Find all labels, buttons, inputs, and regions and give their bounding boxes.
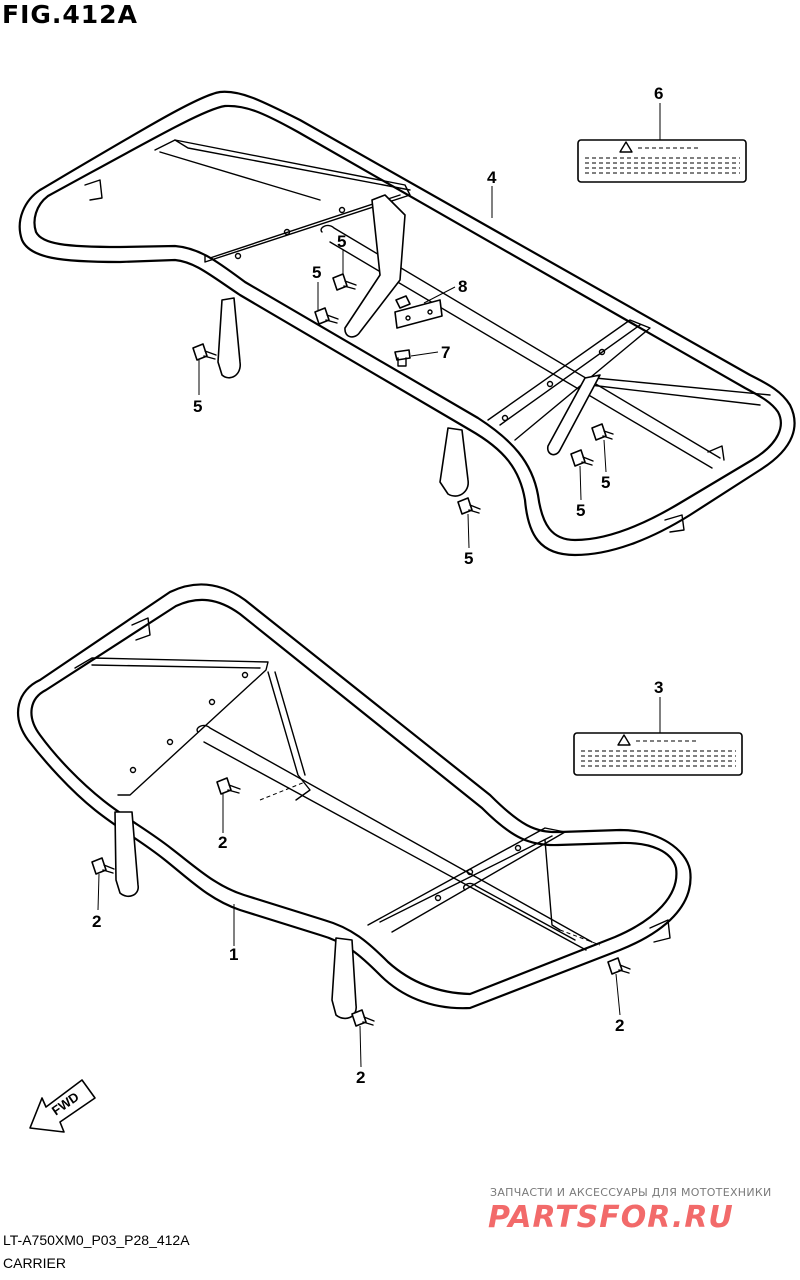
bolt-2-b[interactable] xyxy=(91,857,115,875)
plate-part-8[interactable] xyxy=(394,295,443,329)
callout-6: 6 xyxy=(654,84,663,103)
front-carrier-part-1[interactable] xyxy=(17,583,692,1020)
figure-title: FIG.412A xyxy=(2,0,138,29)
rear-carrier-part-4[interactable] xyxy=(18,90,796,557)
bolt-2-d[interactable] xyxy=(351,1009,375,1027)
bolt-5-b[interactable] xyxy=(314,307,339,325)
bolt-2-c[interactable] xyxy=(607,957,631,975)
figure-name: CARRIER xyxy=(3,1255,67,1271)
callout-4: 4 xyxy=(487,168,497,187)
callout-5-d: 5 xyxy=(601,473,610,492)
callout-2-c: 2 xyxy=(615,1016,624,1035)
callout-5-c: 5 xyxy=(193,397,202,416)
warning-label-part-3[interactable] xyxy=(573,732,743,776)
callout-5-a: 5 xyxy=(337,232,346,251)
nut-part-7[interactable] xyxy=(394,349,411,367)
figure-code: LT-A750XM0_P03_P28_412A xyxy=(3,1232,190,1248)
bolt-2-a[interactable] xyxy=(216,777,241,795)
warning-label-part-6[interactable] xyxy=(577,139,747,183)
callout-7: 7 xyxy=(441,343,450,362)
bolt-5-f[interactable] xyxy=(457,497,481,515)
callout-1: 1 xyxy=(229,945,238,964)
watermark-tagline: ЗАПЧАСТИ И АКСЕССУАРЫ ДЛЯ МОТОТЕХНИКИ xyxy=(490,1186,772,1199)
callout-3: 3 xyxy=(654,678,663,697)
bolt-5-d[interactable] xyxy=(591,423,614,441)
bolt-5-e[interactable] xyxy=(570,449,594,467)
callout-2-b: 2 xyxy=(92,912,101,931)
callout-8: 8 xyxy=(458,277,467,296)
callout-2-a: 2 xyxy=(218,833,227,852)
callout-5-e: 5 xyxy=(576,501,585,520)
bolt-5-a[interactable] xyxy=(332,273,357,291)
watermark-logo: PARTSFOR.RU xyxy=(488,1200,734,1235)
callout-2-d: 2 xyxy=(356,1068,365,1087)
fwd-arrow-icon: FWD xyxy=(29,1079,96,1133)
callout-5-f: 5 xyxy=(464,549,473,568)
bolt-5-c[interactable] xyxy=(192,343,217,361)
callout-5-b: 5 xyxy=(312,263,321,282)
